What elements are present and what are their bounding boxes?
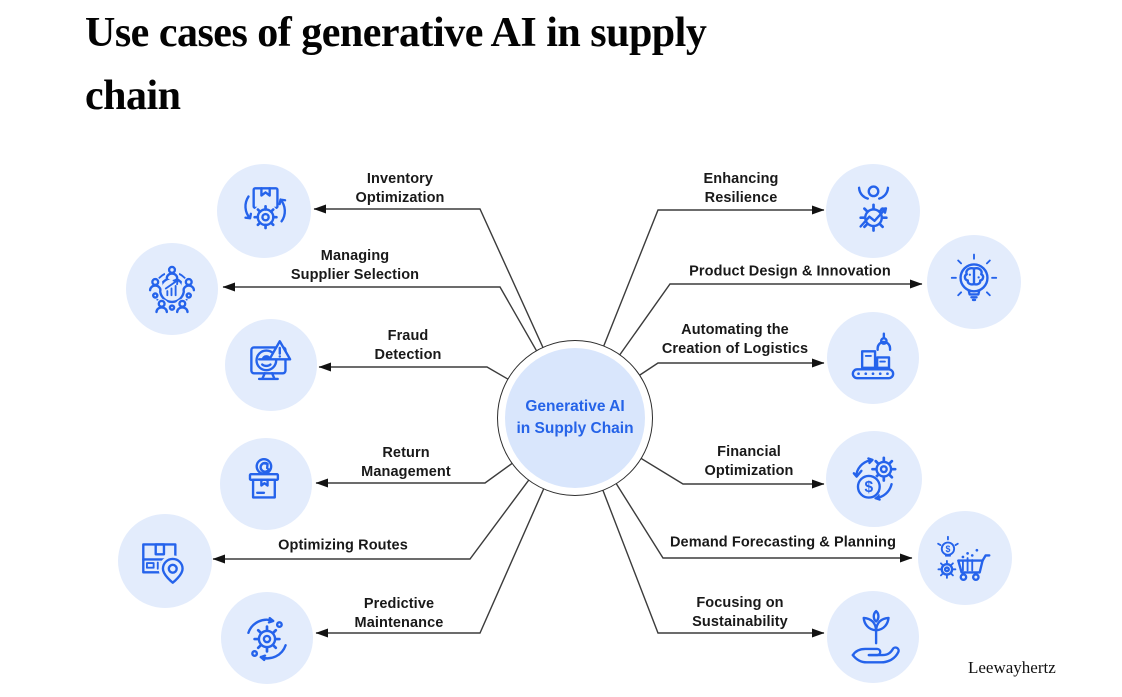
bulb-brain-icon bbox=[950, 253, 998, 302]
coin-gear-cycle-icon: $ bbox=[852, 456, 897, 501]
svg-text:$: $ bbox=[946, 544, 951, 554]
use-case-label-financial: Financial Optimization bbox=[704, 443, 794, 479]
package-location-pin-icon bbox=[142, 543, 187, 584]
bubble-resilience bbox=[826, 164, 920, 258]
supplier-network-icon bbox=[148, 265, 196, 314]
use-case-label-demand: Demand Forecasting & Planning bbox=[669, 534, 897, 551]
use-case-label-routes: Optimizing Routes bbox=[278, 537, 408, 554]
return-package-icon bbox=[248, 457, 280, 499]
bubble-inventory bbox=[217, 164, 311, 258]
center-hub-circle: Generative AI in Supply Chain bbox=[505, 348, 645, 488]
cart-analytics-icon: $ bbox=[937, 535, 991, 581]
bubble-product-design bbox=[927, 235, 1021, 329]
bubble-supplier bbox=[126, 243, 218, 335]
bubble-fraud bbox=[225, 319, 317, 411]
bubble-demand: $ bbox=[918, 511, 1012, 605]
use-case-label-sustainability: Focusing on Sustainability bbox=[692, 594, 788, 630]
brand-logo-text: Leewayhertz bbox=[968, 658, 1056, 677]
page-title: Use cases of generative AI in supply cha… bbox=[85, 10, 707, 119]
svg-text:$: $ bbox=[865, 479, 874, 496]
bubble-routes bbox=[118, 514, 212, 608]
bubble-maintenance bbox=[221, 592, 313, 684]
use-case-label-logistics: Automating the Creation of Logistics bbox=[661, 321, 809, 357]
gear-cycle-icon bbox=[247, 616, 287, 662]
use-case-label-inventory: Inventory Optimization bbox=[355, 170, 445, 206]
bubble-return bbox=[220, 438, 312, 530]
bubble-financial: $ bbox=[826, 431, 922, 527]
bubble-logistics bbox=[827, 312, 919, 404]
spy-monitor-warning-icon bbox=[250, 340, 292, 381]
use-case-label-return: Return Management bbox=[361, 444, 451, 480]
conveyor-claw-icon bbox=[851, 332, 895, 380]
center-hub-label: Generative AI in Supply Chain bbox=[516, 397, 634, 437]
center-hub: Generative AI in Supply Chain bbox=[497, 340, 653, 496]
use-case-label-resilience: Enhancing Resilience bbox=[703, 170, 779, 206]
use-case-label-product-design: Product Design & Innovation bbox=[689, 263, 891, 280]
hand-plant-icon bbox=[851, 609, 900, 664]
person-gear-growth-icon bbox=[857, 185, 890, 233]
use-case-label-fraud: Fraud Detection bbox=[374, 327, 442, 363]
box-gear-cycle-icon bbox=[244, 187, 287, 231]
use-case-label-maintenance: Predictive Maintenance bbox=[354, 595, 444, 631]
bubble-sustainability bbox=[827, 591, 919, 683]
use-case-label-supplier: Managing Supplier Selection bbox=[290, 247, 420, 283]
